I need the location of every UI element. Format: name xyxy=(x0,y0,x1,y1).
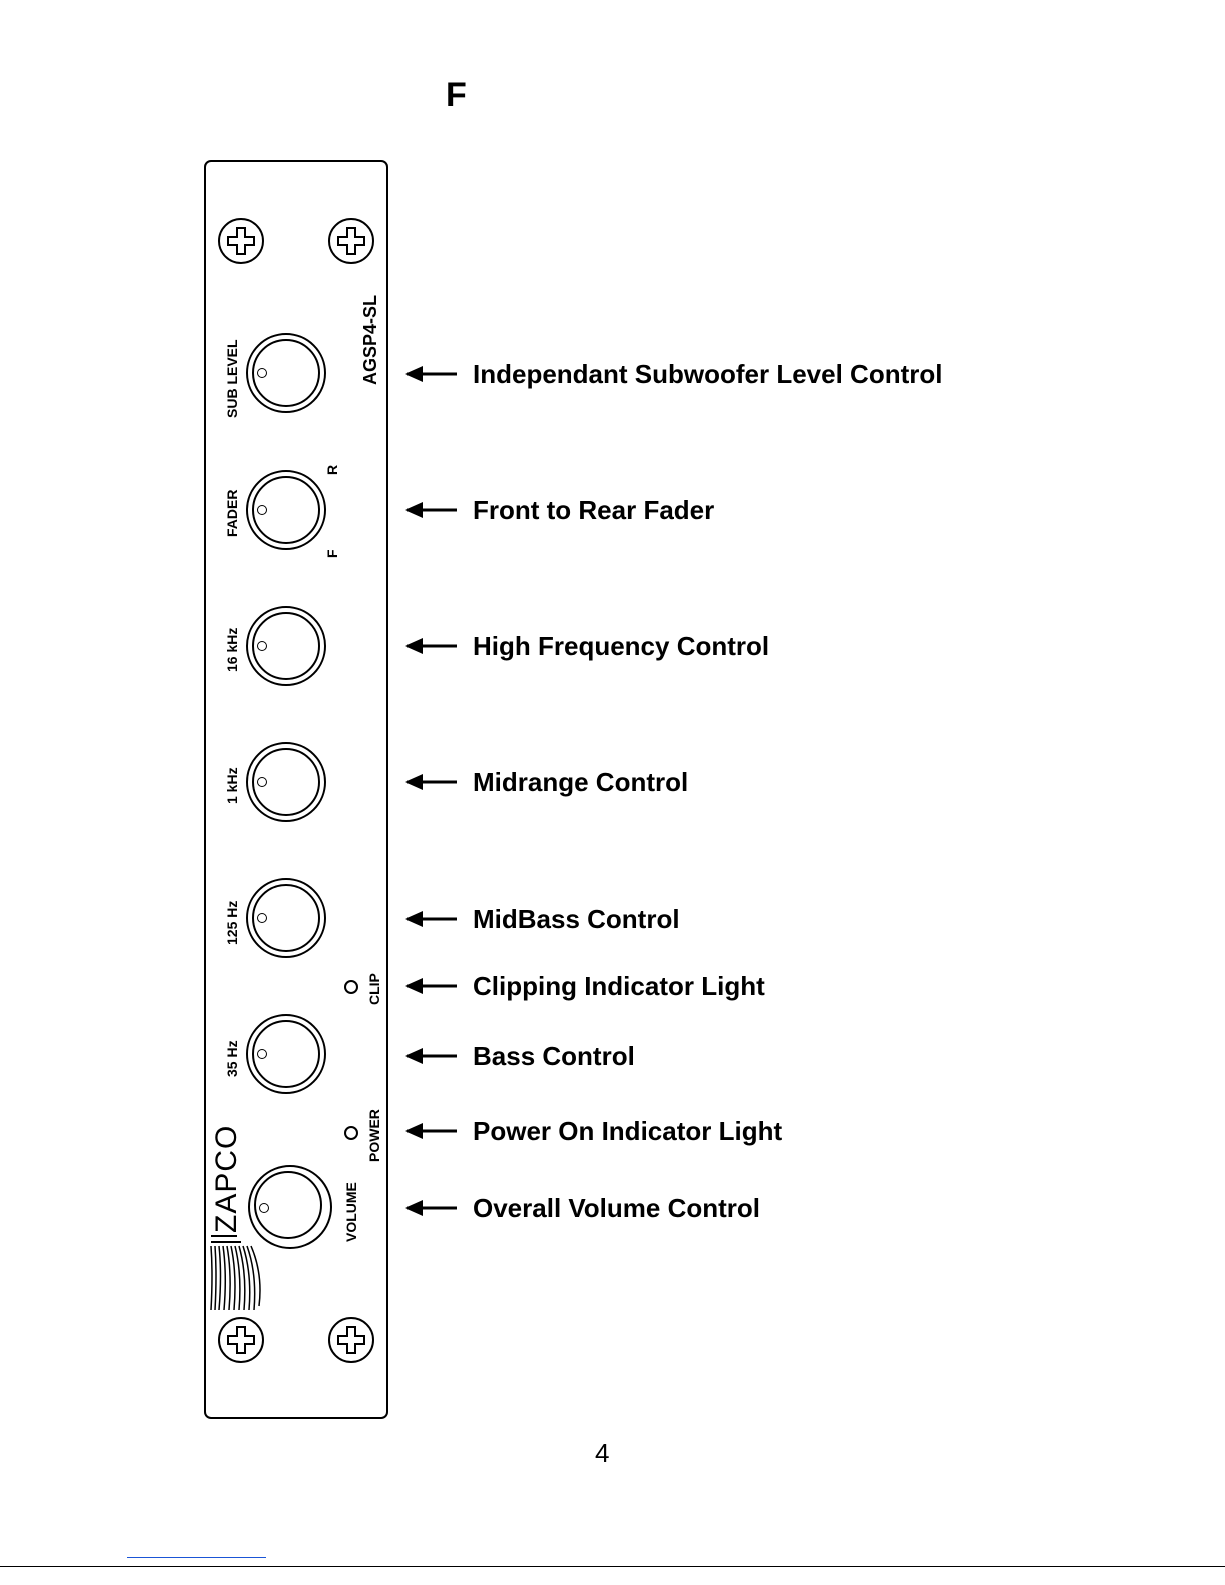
arrow-left-icon xyxy=(405,1121,457,1141)
callout-label: Bass Control xyxy=(473,1041,635,1072)
callout-clip: Clipping Indicator Light xyxy=(405,971,765,1001)
clip-led xyxy=(344,980,358,994)
arrow-left-icon xyxy=(405,364,457,384)
sub-level-label: SUB LEVEL xyxy=(224,339,240,418)
arrow-left-icon xyxy=(405,909,457,929)
callout-label: Midrange Control xyxy=(473,767,688,798)
callout-midbass: MidBass Control xyxy=(405,904,680,934)
callout-sub-level: Independant Subwoofer Level Control xyxy=(405,359,942,389)
bass-label: 35 Hz xyxy=(224,1040,240,1077)
callout-bass: Bass Control xyxy=(405,1041,635,1071)
footer-divider xyxy=(0,1566,1225,1567)
arrow-left-icon xyxy=(405,636,457,656)
page-number: 4 xyxy=(595,1438,609,1469)
arrow-left-icon xyxy=(405,500,457,520)
mid-label: 1 kHz xyxy=(224,767,240,804)
volume-label: VOLUME xyxy=(343,1182,359,1242)
phillips-screw-icon xyxy=(328,1317,374,1363)
callout-fader: Front to Rear Fader xyxy=(405,495,714,525)
callout-label: MidBass Control xyxy=(473,904,680,935)
model-label: AGSP4-SL xyxy=(360,295,381,385)
midbass-label: 125 Hz xyxy=(224,901,240,945)
fader-knob[interactable] xyxy=(246,470,326,550)
treble-label: 16 kHz xyxy=(224,628,240,672)
footer-link-underline[interactable] xyxy=(127,1557,266,1558)
power-led xyxy=(344,1126,358,1140)
arrow-left-icon xyxy=(405,772,457,792)
arrow-left-icon xyxy=(405,1198,457,1218)
callout-mid: Midrange Control xyxy=(405,767,688,797)
callout-label: Power On Indicator Light xyxy=(473,1116,782,1147)
bass-knob[interactable] xyxy=(246,1014,326,1094)
midbass-knob[interactable] xyxy=(246,878,326,958)
callout-label: High Frequency Control xyxy=(473,631,769,662)
callout-label: Independant Subwoofer Level Control xyxy=(473,359,942,390)
zapco-logo-icon xyxy=(207,1234,271,1314)
callout-power: Power On Indicator Light xyxy=(405,1116,782,1146)
fader-label: FADER xyxy=(224,490,240,537)
phillips-screw-icon xyxy=(218,1317,264,1363)
callout-volume: Overall Volume Control xyxy=(405,1193,760,1223)
callout-treble: High Frequency Control xyxy=(405,631,769,661)
callout-label: Overall Volume Control xyxy=(473,1193,760,1224)
clip-label: CLIP xyxy=(366,973,382,1005)
fader-front-label: F xyxy=(324,549,340,558)
phillips-screw-icon xyxy=(328,218,374,264)
treble-knob[interactable] xyxy=(246,606,326,686)
callout-label: Front to Rear Fader xyxy=(473,495,714,526)
callout-label: Clipping Indicator Light xyxy=(473,971,765,1002)
phillips-screw-icon xyxy=(218,218,264,264)
arrow-left-icon xyxy=(405,976,457,996)
arrow-left-icon xyxy=(405,1046,457,1066)
mid-knob[interactable] xyxy=(246,742,326,822)
section-heading: F xyxy=(446,76,467,115)
fader-rear-label: R xyxy=(324,465,340,475)
brand-label: ZAPCO xyxy=(210,1125,244,1233)
power-label: POWER xyxy=(366,1109,382,1162)
sub-level-knob[interactable] xyxy=(246,333,326,413)
